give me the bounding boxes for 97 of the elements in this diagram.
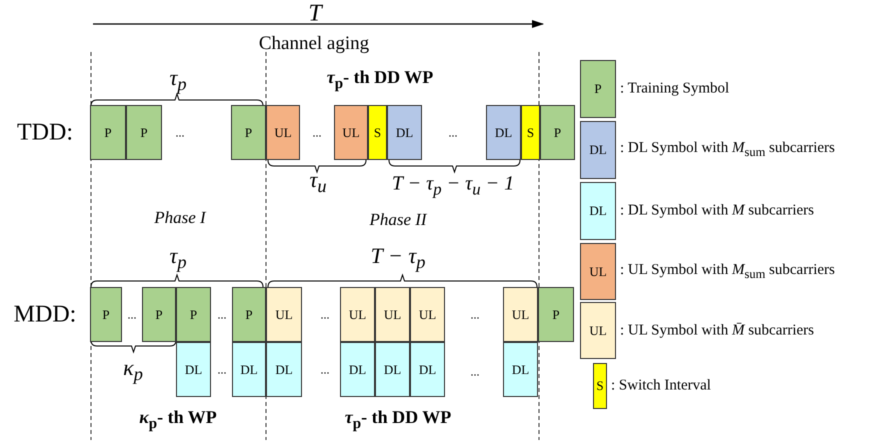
label: MDD: (14, 302, 76, 328)
symbol-block (334, 105, 368, 160)
symbol-label: UL (275, 306, 293, 322)
symbol-block (142, 287, 176, 342)
symbol-label: DL (418, 362, 436, 378)
legend-swatch (593, 363, 607, 409)
symbol-label: UL (589, 264, 607, 280)
section-label: τ$_{p}$- th DD WP (344, 407, 452, 433)
symbol-label: DL (384, 362, 402, 378)
label: ... (320, 362, 330, 378)
math-label: T − τ$_{p}$ (370, 242, 426, 274)
symbol-block (540, 105, 575, 160)
symbol-label: UL (589, 322, 607, 338)
legend-text: : Switch Interval (611, 378, 711, 394)
symbol-label: DL (512, 362, 530, 378)
math-label: τ$_{u}$ (309, 166, 327, 198)
symbol-block (503, 287, 538, 342)
symbol-label: P (140, 124, 148, 140)
symbol-block (503, 342, 538, 397)
symbol-block (266, 287, 302, 342)
legend-swatch (580, 182, 616, 240)
symbol-block (176, 287, 211, 342)
label: ... (320, 308, 330, 322)
symbol-label: S (596, 378, 604, 394)
label: ... (448, 126, 458, 140)
math-label: Phase I (154, 208, 206, 228)
symbol-label: P (245, 306, 253, 322)
legend-text: : DL Symbol with M$_{sum}$ subcarriers (620, 140, 835, 160)
math-label: τ$_{p}$ (169, 64, 187, 96)
symbol-label: DL (240, 362, 258, 378)
symbol-label: UL (274, 124, 292, 140)
legend-text: : UL Symbol with M̄ subcarriers (620, 322, 814, 339)
symbol-block (266, 342, 302, 397)
symbol-label: S (374, 124, 382, 140)
symbol-label: DL (348, 362, 366, 378)
math-label: κ$_{p}$ (123, 354, 143, 386)
legend-text: : DL Symbol with M subcarriers (620, 202, 814, 220)
symbol-block (375, 342, 410, 397)
symbol-block (126, 105, 162, 160)
label: Channel aging (258, 33, 370, 55)
symbol-block (266, 105, 300, 160)
label: ... (218, 362, 226, 378)
symbol-label: DL (494, 124, 512, 140)
symbol-label: P (102, 306, 110, 322)
symbol-block (232, 342, 266, 397)
legend-swatch (580, 60, 616, 118)
symbol-block (368, 105, 387, 160)
symbol-block (521, 105, 540, 160)
label: ... (312, 126, 322, 140)
symbol-block (340, 342, 375, 397)
symbol-label: P (554, 124, 562, 140)
label: ... (128, 308, 136, 322)
symbol-label: P (190, 306, 198, 322)
symbol-block (538, 287, 574, 342)
label: ... (176, 126, 184, 140)
math-label: T (308, 0, 322, 28)
section-label: κ$_{p}$- th WP (139, 407, 217, 433)
symbol-label: UL (342, 124, 360, 140)
symbol-block (410, 342, 445, 397)
symbol-label: UL (512, 306, 530, 322)
math-label: T − τ$_{p}$ − τ$_{u}$ − 1 (392, 172, 514, 200)
legend-swatch (580, 243, 616, 300)
label: TDD: (17, 120, 73, 146)
symbol-block (90, 287, 122, 342)
symbol-label: P (244, 124, 252, 140)
symbol-block (387, 105, 422, 160)
label: ... (470, 308, 480, 322)
label: ... (218, 308, 226, 322)
symbol-block (486, 105, 521, 160)
symbol-label: P (552, 306, 560, 322)
symbol-label: UL (384, 306, 402, 322)
symbol-block (340, 287, 375, 342)
symbol-label: DL (396, 124, 414, 140)
symbol-label: UL (418, 306, 436, 322)
legend-swatch (580, 302, 616, 359)
symbol-block (232, 287, 266, 342)
legend-text: : UL Symbol with M$_{sum}$ subcarriers (620, 262, 835, 282)
legend-swatch (580, 121, 616, 179)
section-label: τ$_{p}$- th DD WP (326, 67, 434, 93)
symbol-block (410, 287, 445, 342)
symbol-label: S (526, 124, 534, 140)
math-label: Phase II (369, 210, 427, 230)
symbol-block (90, 105, 126, 160)
symbol-label: P (155, 306, 163, 322)
legend-text: : Training Symbol (620, 80, 730, 98)
symbol-label: DL (589, 142, 607, 158)
label: ... (470, 364, 480, 380)
symbol-label: P (104, 124, 112, 140)
symbol-block (231, 105, 266, 160)
symbol-block (375, 287, 410, 342)
symbol-label: UL (348, 306, 366, 322)
symbol-block (176, 342, 211, 397)
symbol-label: DL (589, 203, 607, 219)
symbol-label: DL (275, 362, 293, 378)
symbol-label: DL (184, 362, 202, 378)
math-label: τ$_{p}$ (169, 242, 187, 274)
symbol-label: P (594, 81, 602, 97)
